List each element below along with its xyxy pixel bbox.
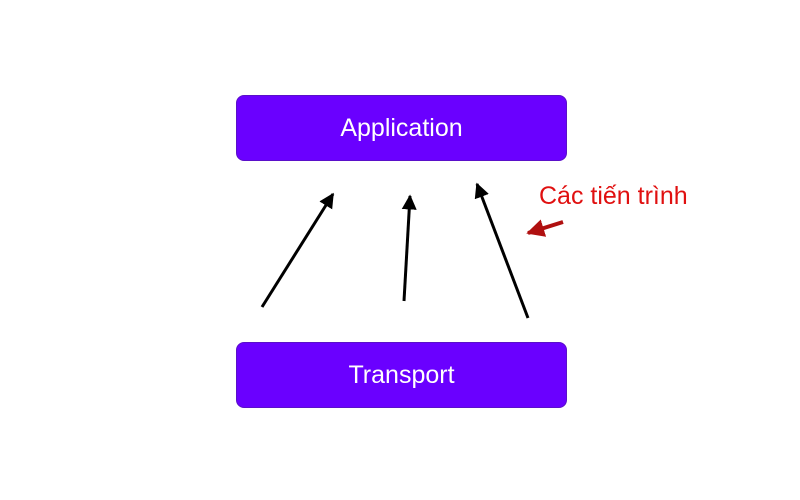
process-arrow-left — [260, 192, 335, 308]
process-arrow-right — [474, 182, 530, 319]
annotation-pointer-arrow — [526, 219, 564, 237]
application-layer-box: Application — [236, 95, 567, 161]
application-layer-label: Application — [340, 113, 463, 142]
transport-layer-label: Transport — [348, 360, 455, 389]
process-arrow-middle — [401, 194, 417, 302]
transport-layer-box: Transport — [236, 342, 567, 408]
processes-annotation: Các tiến trình — [539, 182, 688, 210]
